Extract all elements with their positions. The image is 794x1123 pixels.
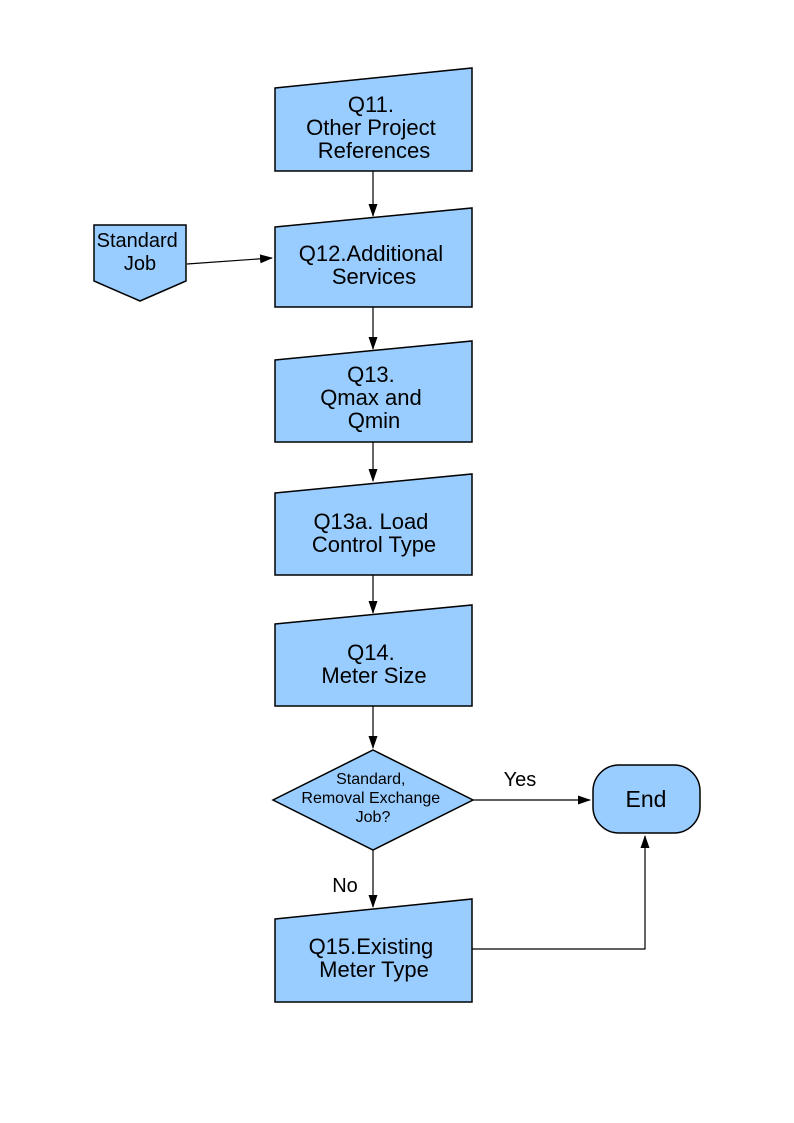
node-q11-label: Q11. Other Project References <box>306 92 442 163</box>
node-q12-label: Q12.Additional Services <box>299 241 449 289</box>
node-standard-job-label: Standard Job <box>97 230 184 275</box>
node-end-shape <box>592 764 701 834</box>
connector-standardjob-q12 <box>186 254 273 265</box>
edge-label-yes: Yes <box>504 769 537 791</box>
node-q14-shape <box>274 604 473 707</box>
node-q13a-label: Q13a. Load Control Type <box>312 509 436 557</box>
node-standard-job: Standard Job <box>93 224 187 302</box>
node-q12: Q12.Additional Services <box>274 207 473 308</box>
node-q11-shape <box>274 67 473 172</box>
node-end: End <box>592 764 701 834</box>
node-q15-label: Q15.Existing Meter Type <box>309 934 440 982</box>
node-q13-label: Q13. Qmax and Qmin <box>320 362 428 433</box>
node-q15: Q15.Existing Meter Type <box>274 898 473 1003</box>
node-q13: Q13. Qmax and Qmin <box>274 340 473 443</box>
node-q14: Q14. Meter Size <box>274 604 473 707</box>
node-q12-shape <box>274 207 473 308</box>
node-decision: Standard, Removal Exchange Job? <box>271 749 475 851</box>
node-q11: Q11. Other Project References <box>274 67 473 172</box>
node-q13a: Q13a. Load Control Type <box>274 473 473 576</box>
edge-label-no: No <box>332 875 358 897</box>
node-standard-job-shape <box>93 224 187 302</box>
node-decision-shape <box>271 749 475 851</box>
node-end-label: End <box>626 786 667 812</box>
node-decision-label: Standard, Removal Exchange Job? <box>301 771 444 826</box>
node-q13-shape <box>274 340 473 443</box>
connector-q15-end <box>472 835 650 950</box>
node-q13a-shape <box>274 473 473 576</box>
node-q15-shape <box>274 898 473 1003</box>
node-q14-label: Q14. Meter Size <box>321 640 426 688</box>
